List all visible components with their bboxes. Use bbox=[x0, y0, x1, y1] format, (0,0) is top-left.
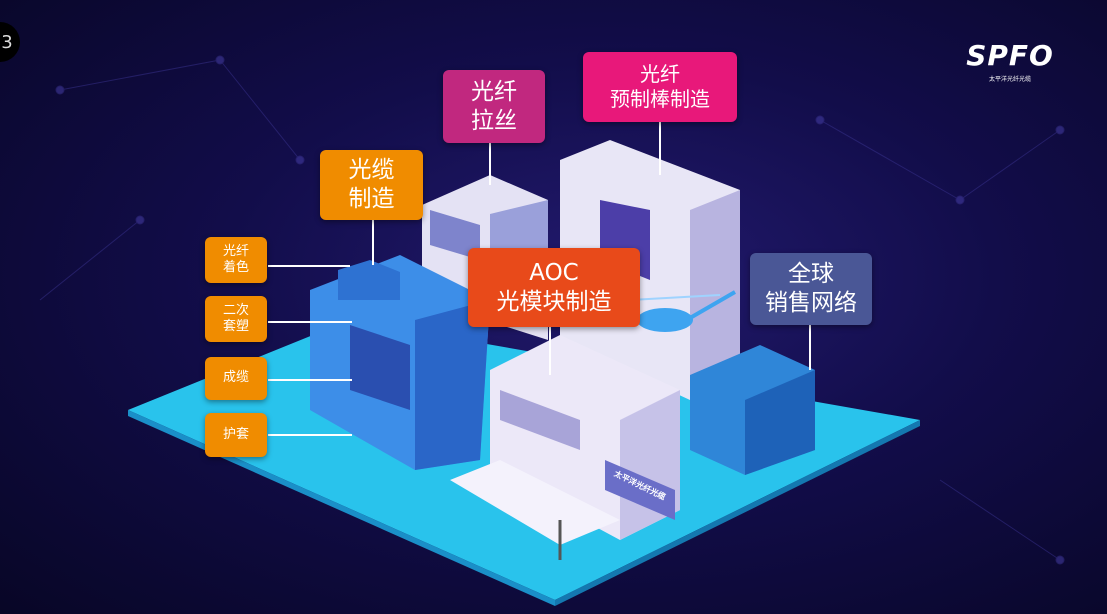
logo-subtitle: 太平洋光纤光缆 bbox=[988, 76, 1031, 83]
step-cabling: 成缆 bbox=[205, 357, 267, 400]
label-line: 护套 bbox=[222, 426, 249, 442]
label-line: 着色 bbox=[222, 260, 249, 275]
label-sales: 全球 销售网络 bbox=[750, 253, 872, 325]
label-aoc: AOC 光模块制造 bbox=[468, 248, 640, 327]
step-coloring: 光纤 着色 bbox=[205, 237, 267, 283]
label-line: 销售网络 bbox=[765, 290, 857, 316]
label-line: 制造 bbox=[348, 186, 395, 212]
label-line: 光纤 bbox=[471, 78, 517, 105]
label-line: 拉丝 bbox=[471, 107, 517, 134]
label-cable-mfg: 光缆 制造 bbox=[320, 150, 423, 220]
warehouse bbox=[690, 345, 815, 475]
step-sheathing: 护套 bbox=[205, 413, 267, 457]
label-line: AOC bbox=[529, 259, 579, 286]
background-network bbox=[39, 55, 1065, 565]
label-line: 光纤 bbox=[640, 62, 680, 86]
helicopter-icon bbox=[629, 290, 737, 332]
label-preform: 光纤 预制棒制造 bbox=[583, 52, 737, 122]
cable-building bbox=[310, 255, 490, 470]
page-number: 3 bbox=[0, 22, 20, 62]
label-line: 光纤 bbox=[222, 243, 249, 259]
label-line: 预制棒制造 bbox=[610, 87, 710, 111]
connector-lines bbox=[268, 122, 811, 436]
label-line: 套塑 bbox=[222, 319, 249, 334]
label-line: 光模块制造 bbox=[496, 288, 612, 315]
logo-brand: SPFO bbox=[966, 39, 1054, 72]
label-line: 光缆 bbox=[348, 157, 395, 184]
label-fiber-drawing: 光纤 拉丝 bbox=[443, 70, 545, 143]
label-line: 全球 bbox=[788, 261, 834, 288]
spfo-logo: SPFO 太平洋光纤光缆 bbox=[962, 39, 1058, 84]
sign-board bbox=[605, 460, 675, 520]
step-secondary-coating: 二次 套塑 bbox=[205, 296, 267, 342]
label-line: 成缆 bbox=[222, 370, 249, 386]
label-line: 二次 bbox=[222, 302, 249, 318]
